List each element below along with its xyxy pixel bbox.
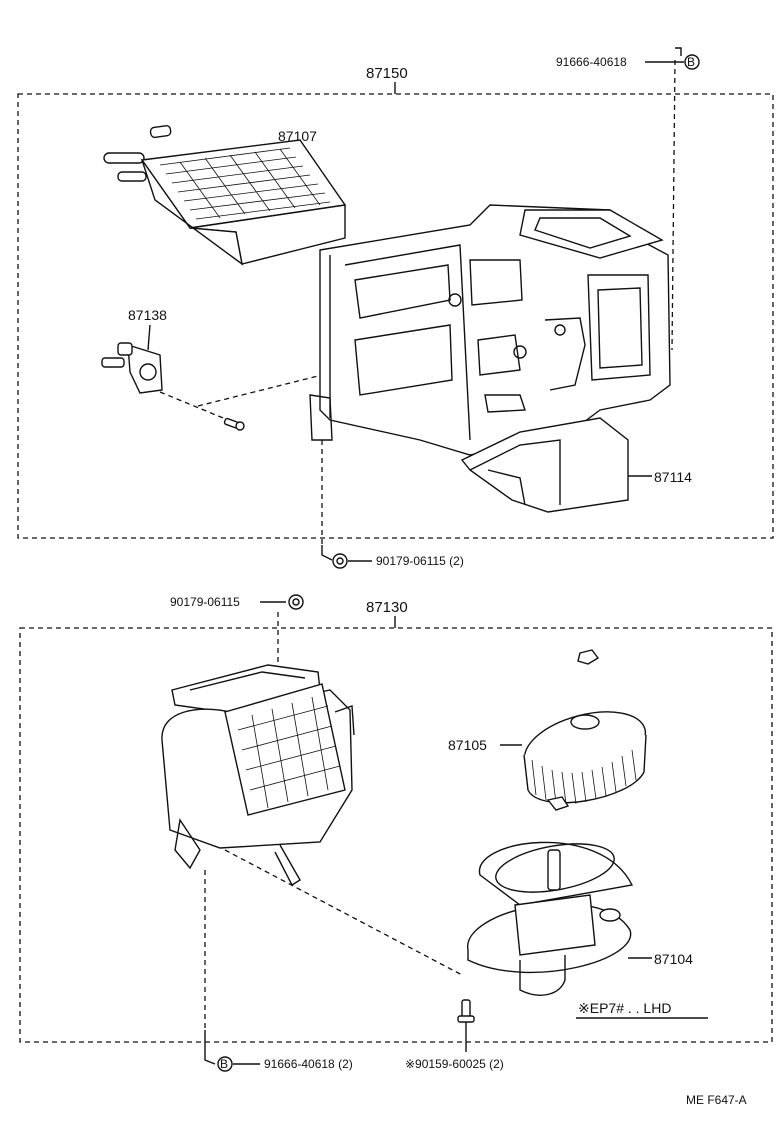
heater-unit	[309, 204, 671, 456]
nut-icon-mid	[332, 553, 348, 569]
label-servo: 87138	[128, 307, 167, 323]
label-duct: 87114	[654, 469, 692, 485]
screw-icon-top	[675, 47, 682, 56]
dashline-screw-top	[671, 59, 676, 351]
nut-icon-lower	[288, 594, 304, 610]
label-nut-mid: 90179-06115 (2)	[376, 554, 464, 568]
servo-motor	[101, 342, 163, 394]
leader-nut-mid-bend	[321, 545, 333, 561]
nut-icon-fan-top	[577, 649, 600, 665]
label-motor: 87104	[654, 951, 693, 967]
leader-b-bottom-bend	[204, 1030, 216, 1065]
small-screw-icon	[223, 417, 245, 431]
svg-text:B: B	[220, 1057, 228, 1071]
lower-assembly-frame	[19, 627, 773, 1043]
footer-code: ME F647-A	[686, 1093, 747, 1107]
assy-label-upper: 87150	[366, 65, 408, 82]
blower-motor	[467, 841, 634, 996]
b-marker-top: B	[684, 54, 700, 70]
label-nut-lower: 90179-06115	[170, 595, 240, 609]
blower-fan	[523, 711, 647, 811]
upper-assembly-frame	[17, 93, 774, 539]
label-heater-core: 87107	[278, 128, 317, 144]
label-screw-bottom-right: ※90159-60025 (2)	[405, 1057, 504, 1071]
assy-label-lower: 87130	[366, 599, 408, 616]
blower-case	[161, 664, 355, 886]
duct	[460, 417, 629, 513]
dashline-servo-unit	[197, 337, 471, 407]
screw-icon-bottom	[457, 999, 475, 1023]
dashline-case-right	[224, 849, 463, 976]
label-screw-bottom-left: 91666-40618 (2)	[264, 1057, 353, 1071]
svg-text:B: B	[687, 55, 695, 69]
leader-servo	[147, 324, 151, 351]
note-lhd: ※EP7# . . LHD	[578, 1000, 671, 1016]
heater-core	[103, 125, 347, 266]
dashline-servo-screw	[159, 391, 229, 421]
label-screw-top: 91666-40618	[556, 55, 627, 69]
label-fan: 87105	[448, 737, 487, 753]
b-marker-bottom: B	[217, 1056, 233, 1072]
